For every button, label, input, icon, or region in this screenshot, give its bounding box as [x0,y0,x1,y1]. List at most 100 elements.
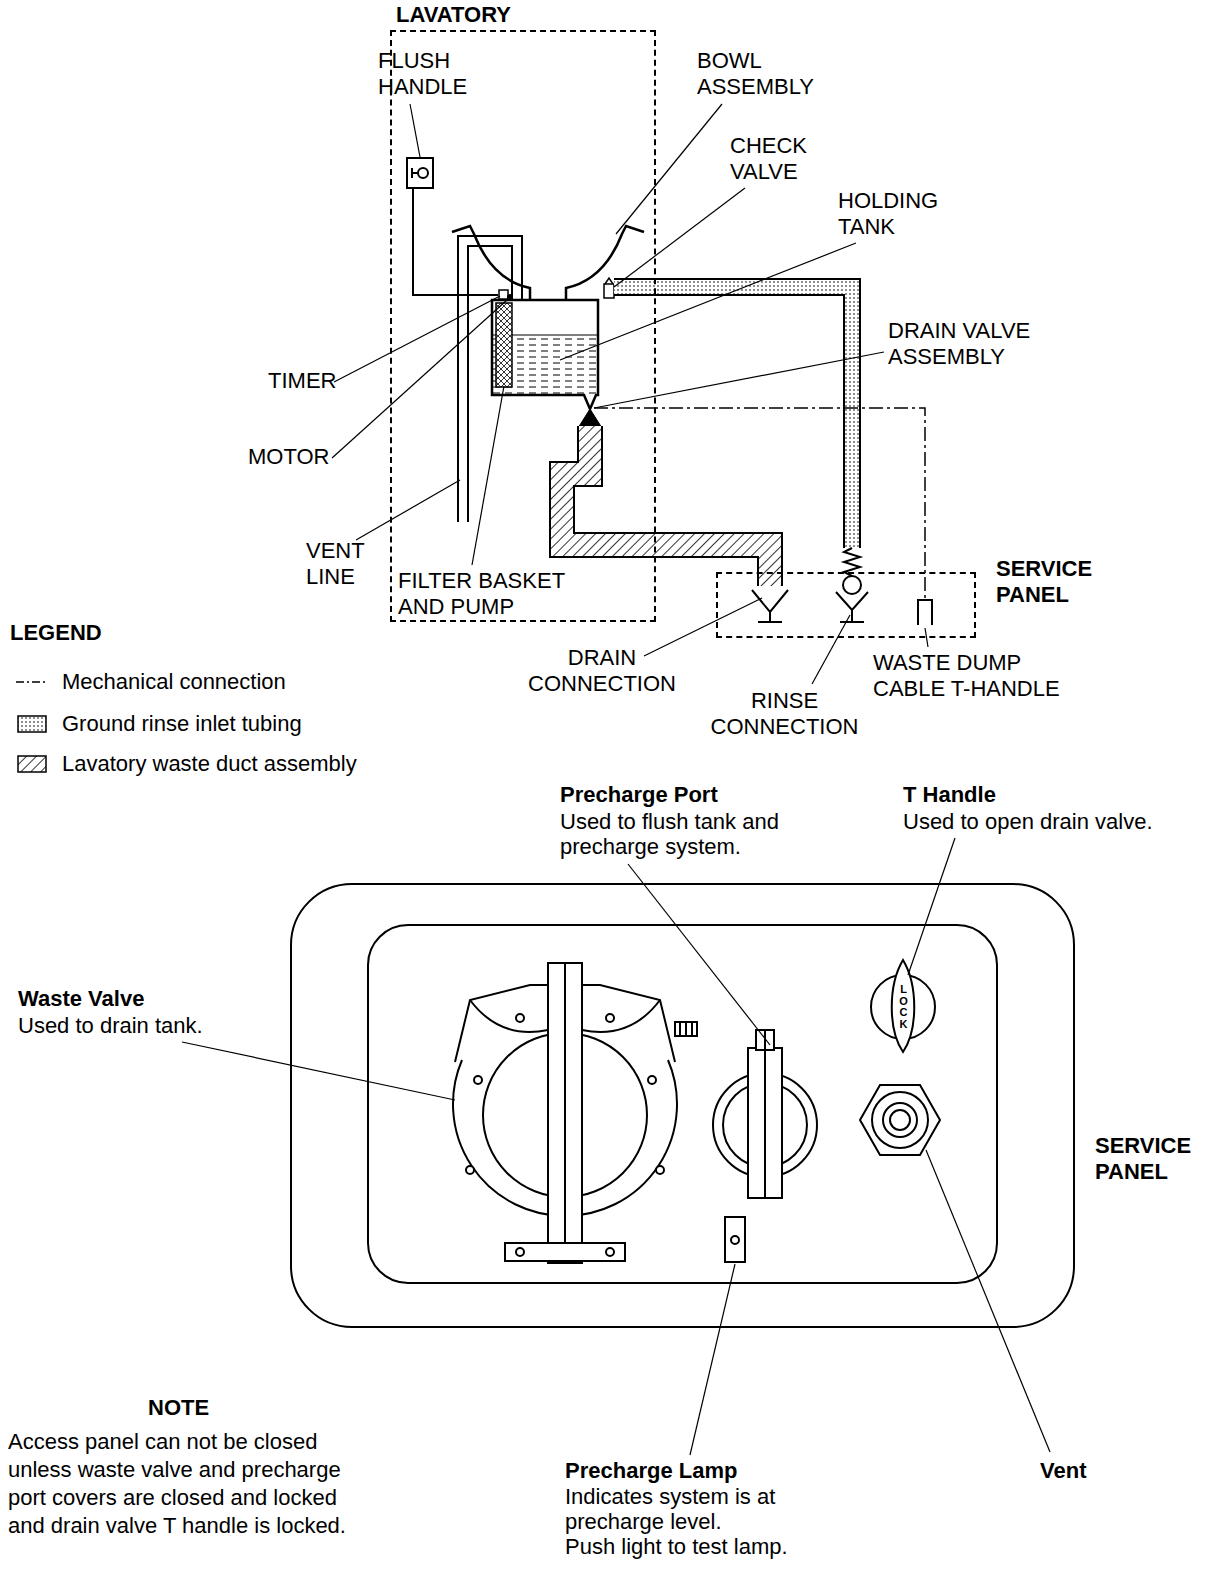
leader-lines [812,615,850,684]
part-label: MOTOR [248,444,329,470]
precharge-lamp [731,1236,739,1244]
leader-lines [332,300,507,458]
legend-samples [18,716,46,732]
holding-tank [496,303,512,387]
rinse-connection [836,592,868,622]
waste-valve [474,1076,482,1084]
rinse-tubing [614,287,852,548]
part-label: FLUSH HANDLE [378,48,490,100]
callout-title: Precharge Port [560,782,718,808]
region-heading: LAVATORY [396,2,511,28]
leader-lines-panel [926,1150,1050,1452]
flush-handle [407,158,498,295]
service-panel-inner [368,925,997,1283]
leader-lines-panel [628,864,770,1045]
waste-valve [606,1014,614,1022]
vent-fitting [872,1092,928,1148]
waste-valve [606,1248,614,1256]
part-label: TIMER [268,368,336,394]
callout-text: Used to open drain valve. [903,809,1153,835]
part-label: DRAIN VALVE ASSEMBLY [888,318,1058,370]
vent-line [458,236,522,522]
waste-valve [675,1022,697,1036]
callout-title: Precharge Lamp [565,1458,737,1484]
callout-title: Vent [1040,1458,1086,1484]
drain-connection [752,590,788,622]
bowl-assembly [452,226,530,300]
precharge-port [764,1030,766,1198]
rinse-connection [843,576,861,594]
leader-lines [616,104,722,234]
flush-handle [418,168,428,178]
vent-fitting [883,1103,917,1137]
part-label: FILTER BASKET AND PUMP [398,568,578,620]
precharge-port [713,1030,817,1198]
callout-title: Waste Valve [18,986,144,1012]
check-valve [604,278,614,298]
leader-lines [334,296,500,382]
waste-valve [516,1248,524,1256]
rinse-tubing [614,287,852,548]
leader-lines [614,188,745,287]
vent-line [468,246,512,522]
legend-samples [18,756,46,772]
vent-fitting [890,1110,910,1130]
leader-lines [644,598,762,656]
callout-text: Push light to test lamp. [565,1534,788,1559]
legend-entry: Mechanical connection [62,669,286,695]
lavatory-region: LAVATORY [390,30,656,622]
waste-valve [453,963,697,1263]
callout-title: T Handle [903,782,996,808]
mechanical-cable [594,408,932,625]
legend-entry: Lavatory waste duct assembly [62,751,357,777]
waste-duct [562,426,770,586]
legend-samples [16,682,48,772]
waste-valve [466,1166,474,1174]
vent-fitting [860,1085,940,1155]
legend-samples [16,681,48,683]
drain-connection [752,590,788,622]
flush-handle [413,188,498,295]
waste-valve [516,1014,524,1022]
t-handle [892,960,915,1052]
region-heading: SERVICE PANEL [1095,1133,1207,1185]
service-panel-region: SERVICE PANEL [716,572,976,638]
mechanical-cable [918,600,932,625]
waste-valve [656,1166,664,1174]
waste-duct [562,409,770,586]
part-label: HOLDING TANK [838,188,968,240]
waste-valve [548,963,582,1263]
part-label: WASTE DUMP CABLE T-HANDLE [873,650,1085,702]
part-label: DRAIN CONNECTION [527,645,677,697]
leader-lines [472,386,504,565]
service-panel-housing: SERVICE PANEL [290,883,1075,1328]
part-label: CHECK VALVE [730,133,850,185]
waste-valve [648,1076,656,1084]
service-panel-inner [368,925,997,1283]
holding-tank [492,300,598,409]
waste-valve [505,1243,625,1261]
holding-tank [507,294,513,300]
handle-marking: LOCK [898,984,909,1030]
leader-lines-panel [908,838,955,975]
waste-valve [564,963,566,1263]
region-heading: SERVICE PANEL [996,556,1116,608]
holding-tank [499,290,508,299]
leader-lines-panel [690,1264,735,1455]
t-handle [871,960,935,1052]
vent-line [458,236,522,522]
rinse-connection [836,548,868,622]
flush-handle [412,168,418,178]
note-heading: NOTE [148,1395,209,1421]
callout-text: Used to drain tank. [18,1013,203,1039]
rinse-tubing [614,287,852,548]
callout-text: Used to flush tank and precharge system. [560,809,830,859]
leader-lines [594,352,884,408]
legend-heading: LEGEND [10,620,102,646]
waste-duct [562,426,770,586]
check-valve [604,284,614,298]
leader-lines [560,243,856,360]
leader-lines-panel [182,1042,455,1100]
flush-handle [407,158,433,188]
waste-duct [578,409,602,428]
